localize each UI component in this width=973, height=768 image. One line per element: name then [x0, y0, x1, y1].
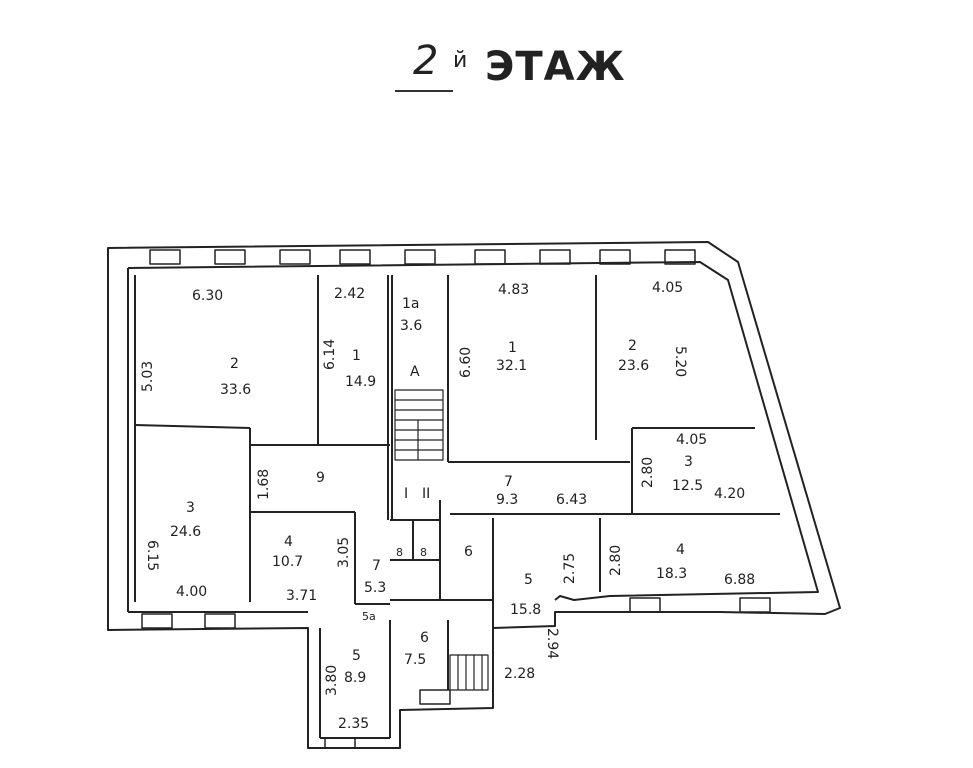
room-number: 6: [420, 630, 429, 646]
room-number: 8: [396, 546, 403, 559]
dim-label: 4.83: [498, 282, 529, 298]
dim-label: 1.68: [256, 469, 272, 500]
dim-label: 3.05: [336, 537, 352, 568]
dim-label: 6.30: [192, 288, 223, 304]
room-number: 6: [464, 544, 473, 560]
room-number: 7: [504, 474, 513, 490]
room-area: 24.6: [170, 524, 201, 540]
dim-label: 4.00: [176, 584, 207, 600]
room-number: 1: [352, 348, 361, 364]
room-area: 18.3: [656, 566, 687, 582]
dim-label: 6.15: [144, 540, 160, 571]
dim-label: 4.05: [676, 432, 707, 448]
windows: [141, 249, 771, 749]
room-number: 5: [352, 648, 361, 664]
section-label: II: [422, 486, 430, 502]
room-number: 5а: [362, 610, 376, 623]
dim-label: 2.80: [640, 457, 656, 488]
floor-word: ЭТАЖ: [485, 44, 626, 90]
room-number: 4: [284, 534, 293, 550]
dim-label: 6.60: [458, 347, 474, 378]
floor-title: 2 й ЭТАЖ: [395, 38, 625, 98]
dim-label: 6.88: [724, 572, 755, 588]
room-number: 5: [524, 572, 533, 588]
dim-label: 2.28: [504, 666, 535, 682]
staircase: [394, 389, 444, 461]
dim-label: 6.14: [322, 339, 338, 370]
room-number: 1: [508, 340, 517, 356]
section-label: I: [404, 486, 408, 502]
dim-label: 2.75: [562, 553, 578, 584]
room-area: 32.1: [496, 358, 527, 374]
dim-label: 2.35: [338, 716, 369, 732]
dim-label: 4.05: [652, 280, 683, 296]
room-area: 12.5: [672, 478, 703, 494]
dim-label: 2.80: [608, 545, 624, 576]
room-area: 9.3: [496, 492, 518, 508]
room-area: 8.9: [344, 670, 366, 686]
dim-label: 2.42: [334, 286, 365, 302]
floor-suffix: й: [453, 48, 468, 73]
room-number: 1а: [402, 296, 420, 312]
inner-wall: [127, 261, 819, 601]
partition: [134, 424, 251, 429]
room-number: 3: [186, 500, 195, 516]
dim-label: 3.71: [286, 588, 317, 604]
room-area: 5.3: [364, 580, 386, 596]
room-number: 9: [316, 470, 325, 486]
dim-label: 5.03: [140, 361, 156, 392]
room-area: 10.7: [272, 554, 303, 570]
dim-label: 4.20: [714, 486, 745, 502]
dim-label: 5.20: [672, 346, 688, 377]
room-number: 2: [628, 338, 637, 354]
room-area: 33.6: [220, 382, 251, 398]
dim-label: 2.94: [544, 628, 560, 659]
room-area: 15.8: [510, 602, 541, 618]
room-area: 14.9: [345, 374, 376, 390]
room-area: 23.6: [618, 358, 649, 374]
room-number: 8: [420, 546, 427, 559]
dim-label: 3.80: [324, 665, 340, 696]
room-number: 2: [230, 356, 239, 372]
title-underline: [395, 90, 453, 92]
floor-number: 2: [413, 38, 439, 84]
room-number: 7: [372, 558, 381, 574]
stair-label: А: [410, 364, 420, 380]
room-number: 3: [684, 454, 693, 470]
staircase: [449, 654, 489, 691]
room-area: 3.6: [400, 318, 422, 334]
room-number: 4: [676, 542, 685, 558]
dim-label: 6.43: [556, 492, 587, 508]
outer-wall: [107, 241, 841, 749]
room-area: 7.5: [404, 652, 426, 668]
